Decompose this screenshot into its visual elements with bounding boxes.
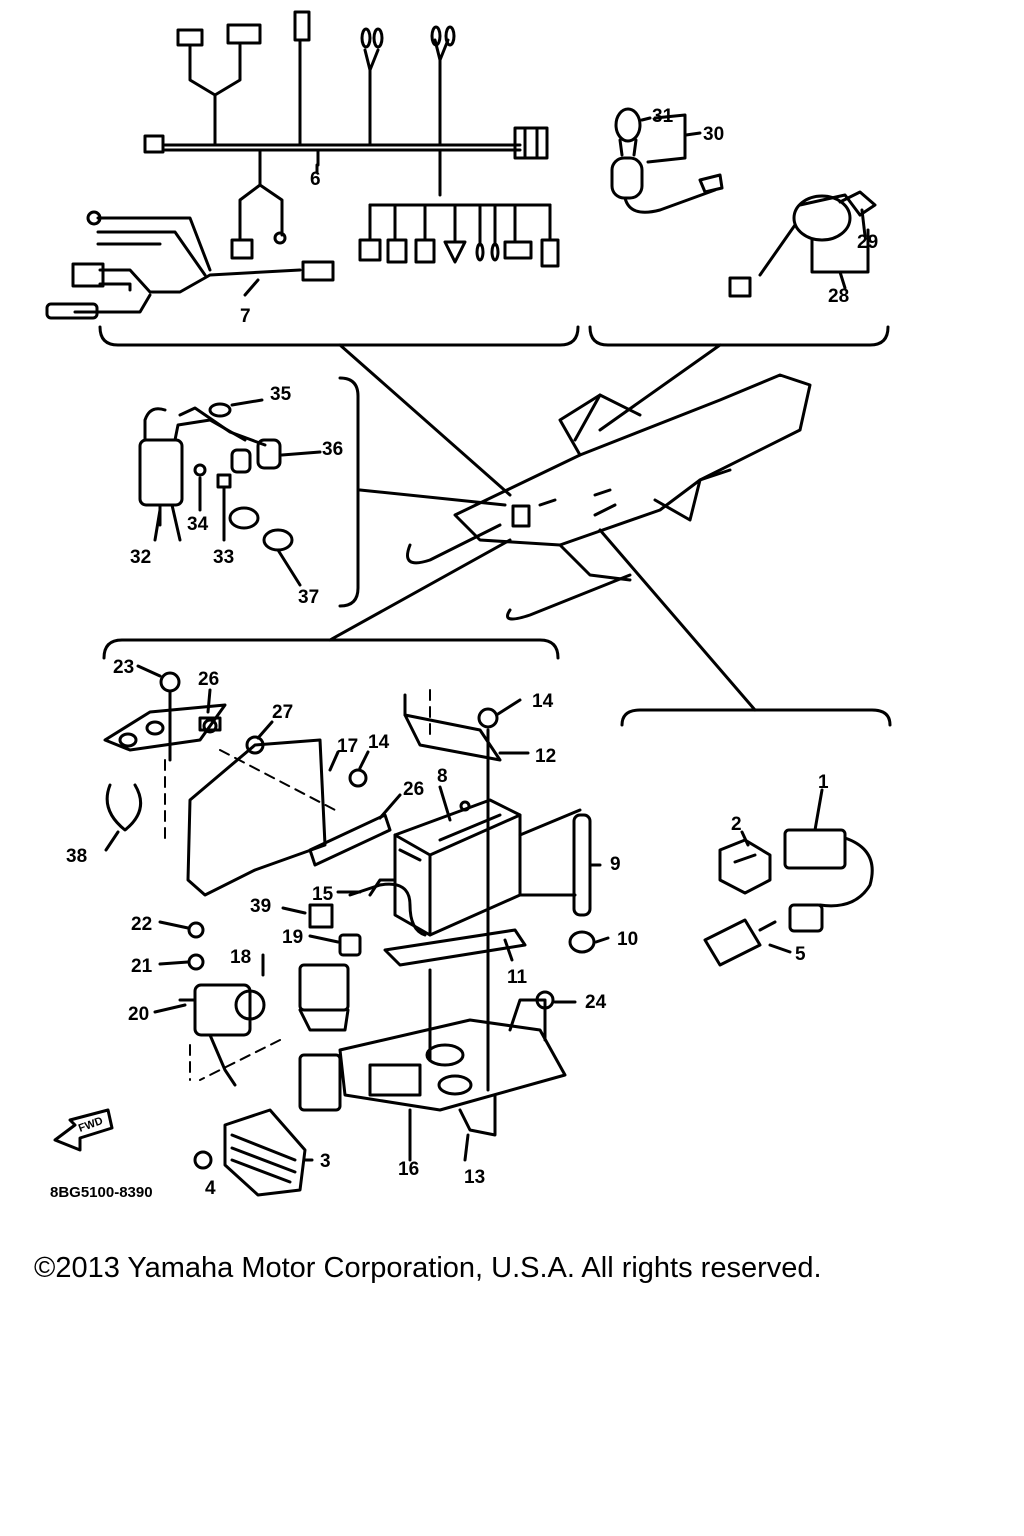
- bracket-electrical-box: [102, 638, 560, 660]
- callout-label: 3: [320, 1151, 331, 1172]
- callout-label: 39: [250, 896, 271, 917]
- callout-label: 33: [213, 547, 234, 568]
- callout-label: 2: [731, 814, 742, 835]
- callout-label: 24: [585, 992, 607, 1013]
- callout-label: 13: [464, 1167, 485, 1188]
- wire-harness: [143, 10, 560, 268]
- callout-label: 11: [507, 967, 528, 988]
- callout-label: 12: [535, 746, 556, 767]
- callout-label: 14: [368, 732, 390, 753]
- callout-label: 23: [113, 657, 134, 678]
- callout-label: 29: [857, 232, 878, 253]
- callout-label: 5: [795, 944, 806, 965]
- callout-label: 19: [282, 927, 303, 948]
- callout-label: 22: [131, 914, 152, 935]
- callout-label: 14: [532, 691, 554, 712]
- forward-arrow: [53, 1108, 114, 1152]
- callout-label: 18: [230, 947, 251, 968]
- bracket-harness: [98, 325, 580, 347]
- callout-label: 26: [403, 779, 424, 800]
- ignition-coil-group: [138, 376, 360, 608]
- callouts: 1 2 3 4 5 6 7 8 9 10 11 12 13 14 14 15 1…: [66, 106, 878, 1199]
- callout-label: 34: [187, 514, 209, 535]
- callout-label: 20: [128, 1004, 149, 1025]
- bracket-switches: [588, 325, 890, 347]
- callout-label: 10: [617, 929, 638, 950]
- copyright-text: ©2013 Yamaha Motor Corporation, U.S.A. A…: [34, 1252, 822, 1284]
- callout-label: 8: [437, 766, 448, 787]
- parts-diagram: 1 2 3 4 5 6 7 8 9 10 11 12 13 14 14 15 1…: [45, 10, 892, 1201]
- callout-label: 37: [298, 587, 319, 608]
- callout-label: 1: [818, 772, 829, 793]
- callout-label: 32: [130, 547, 151, 568]
- sub-harness: [45, 210, 335, 320]
- electrical-box-group: [103, 664, 610, 1197]
- bracket-sensors: [620, 708, 892, 727]
- sensor-group: [703, 788, 874, 967]
- callout-label: 30: [703, 124, 724, 145]
- callout-label: 15: [312, 884, 334, 905]
- callout-label: 28: [828, 286, 849, 307]
- callout-label: 38: [66, 846, 87, 867]
- callout-label: 21: [131, 956, 153, 977]
- callout-label: 27: [272, 702, 293, 723]
- callout-label: 16: [398, 1159, 419, 1180]
- callout-label: 17: [337, 736, 358, 757]
- callout-label: 6: [310, 169, 321, 190]
- callout-label: 9: [610, 854, 621, 875]
- part-code: 8BG5100-8390: [50, 1184, 153, 1201]
- callout-label: 35: [270, 384, 292, 405]
- callout-label: 36: [322, 439, 343, 460]
- callout-label: 31: [652, 106, 674, 127]
- callout-label: 7: [240, 306, 251, 327]
- snowmobile: [406, 373, 812, 621]
- key-switch-group: [610, 107, 877, 298]
- callout-label: 4: [205, 1178, 216, 1199]
- callout-label: 26: [198, 669, 219, 690]
